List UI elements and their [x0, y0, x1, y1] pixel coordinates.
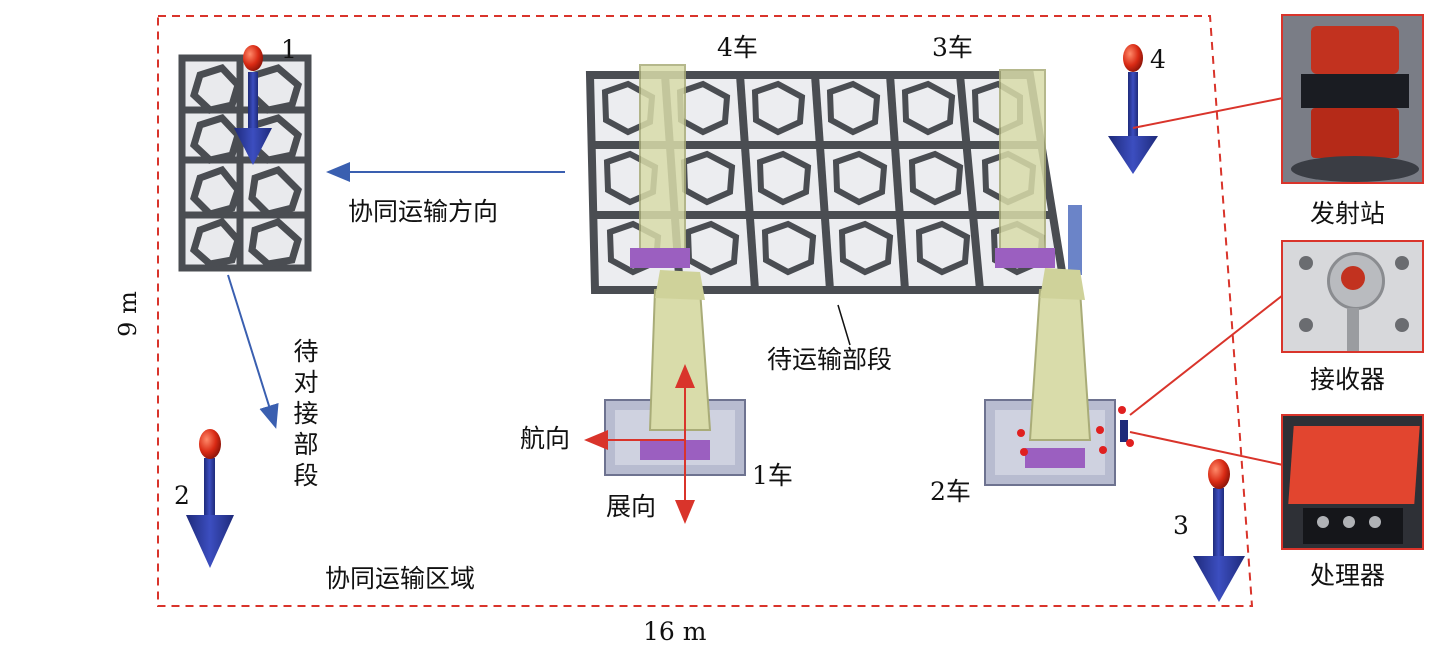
car-4-label: 4车	[717, 33, 758, 62]
width-dimension-label: 16 m	[643, 617, 707, 646]
car-2-body	[984, 268, 1134, 486]
transmitter-connector	[1132, 97, 1284, 129]
segment-to-transport-label: 待运输部段	[767, 345, 893, 374]
dock-segment-leader	[227, 274, 279, 429]
station-3-marker	[1193, 459, 1245, 602]
processor-photo	[1281, 414, 1424, 550]
span-label: 展向	[606, 492, 657, 521]
car-1-label: 1车	[752, 461, 793, 490]
boundary-rect	[157, 15, 1254, 607]
left-segment-lattice	[178, 54, 312, 272]
station-3-label: 3	[1173, 511, 1189, 540]
height-dimension-label: 9 m	[113, 291, 142, 337]
segment-leader	[837, 304, 851, 346]
processor-connector	[1129, 431, 1284, 466]
transmitter-photo	[1281, 14, 1424, 184]
station-2-marker	[186, 429, 234, 568]
heading-label: 航向	[520, 424, 571, 453]
receiver-label: 接收器	[1310, 365, 1386, 394]
segment-to-dock-label: 待对接部段	[293, 337, 319, 490]
station-1-marker	[234, 45, 272, 165]
station-2-label: 2	[174, 481, 190, 510]
receiver-connector	[1129, 294, 1284, 416]
station-4-label: 4	[1150, 45, 1166, 74]
station-1-label: 1	[281, 35, 297, 64]
car-2-label: 2车	[930, 477, 971, 506]
receiver-photo	[1281, 240, 1424, 353]
processor-label: 处理器	[1310, 561, 1386, 590]
car-3-label: 3车	[932, 33, 973, 62]
transport-direction-label: 协同运输方向	[348, 197, 499, 226]
main-segment-lattice	[585, 64, 1082, 294]
station-4-marker	[1108, 44, 1158, 174]
car-1-body	[604, 270, 746, 476]
transmitter-label: 发射站	[1310, 199, 1386, 228]
region-label: 协同运输区域	[325, 564, 476, 593]
